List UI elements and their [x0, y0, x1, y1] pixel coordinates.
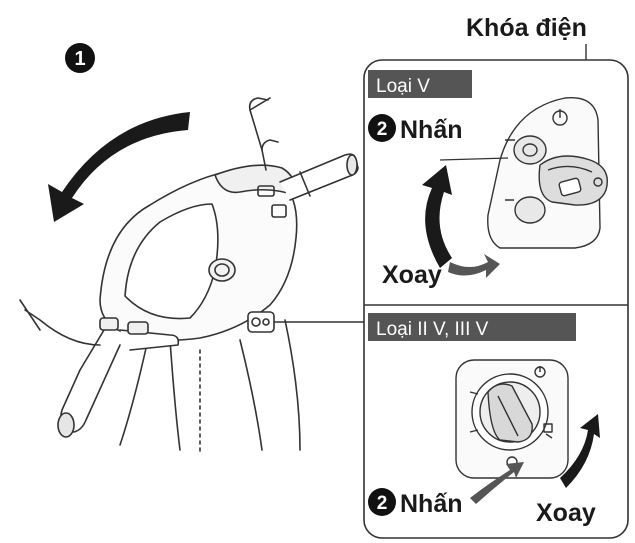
turn-arrow-top	[422, 165, 452, 268]
scooter-handlebar-illustration	[19, 97, 359, 456]
panel-bottom-step-number: 2	[377, 493, 388, 514]
panel-bottom-tag: Loại II V, III V	[376, 319, 489, 340]
panel-top-type-v: Loại V 2 Nhấn Xoay	[368, 70, 608, 289]
panel-bottom-tag-box	[368, 313, 576, 341]
ignition-title: Khóa điện	[466, 14, 587, 42]
press-arrow-bottom	[470, 462, 524, 504]
turn-arrow-top-gray	[448, 254, 500, 278]
step-1-badge: 1	[65, 43, 95, 73]
panel-top-turn-label: Xoay	[382, 261, 442, 289]
press-pointer-line-top	[439, 157, 509, 161]
panel-top-tag: Loại V	[376, 76, 430, 97]
panel-top-tag-box	[368, 70, 472, 98]
ignition-dial-type-ii-iii-v	[455, 359, 569, 479]
turn-arrow-bottom	[560, 414, 600, 488]
panel-top-step-number: 2	[377, 119, 388, 140]
panel-bottom-turn-label: Xoay	[536, 499, 596, 527]
panel-bottom-type-ii-iii-v: Loại II V, III V 2 Nhấn Xoay	[368, 313, 600, 527]
step-1-number: 1	[74, 48, 85, 70]
turn-handlebar-arrow	[48, 112, 190, 222]
panel-bottom-press-label: Nhấn	[400, 490, 463, 518]
ignition-lock-type-v	[487, 96, 608, 249]
panel-top-press-label: Nhấn	[400, 116, 463, 144]
